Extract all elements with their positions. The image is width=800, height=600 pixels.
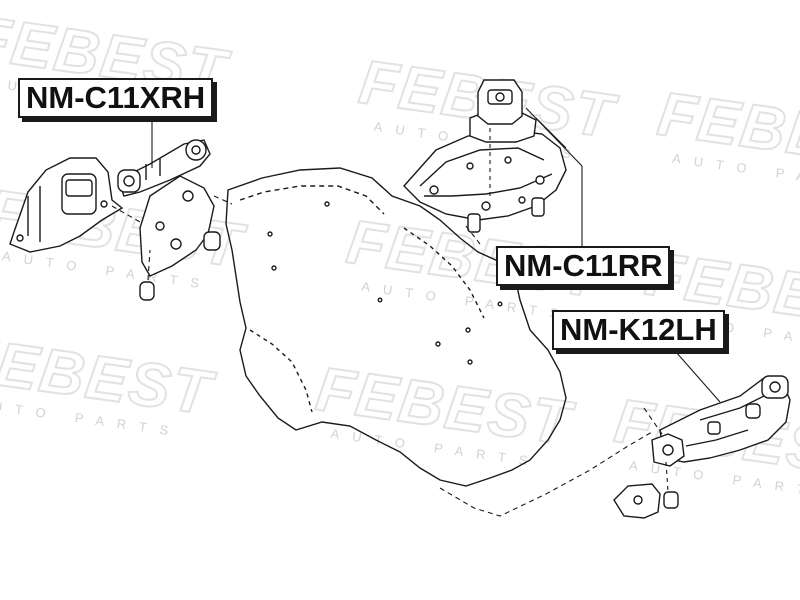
right-mount-leader-lines [111, 122, 233, 281]
engine-block [225, 167, 567, 487]
rear-mount-leader-lines [465, 107, 583, 248]
rear-engine-mount-part [403, 79, 567, 233]
label-right-engine-mount[interactable]: NM-C11XRH [18, 78, 214, 118]
label-left-engine-mount[interactable]: NM-K12LH [552, 310, 725, 350]
left-mount-leader-lines [439, 351, 721, 517]
right-engine-mount-part [9, 139, 221, 301]
label-rear-engine-mount[interactable]: NM-C11RR [496, 246, 671, 286]
left-engine-mount-part [613, 375, 791, 519]
